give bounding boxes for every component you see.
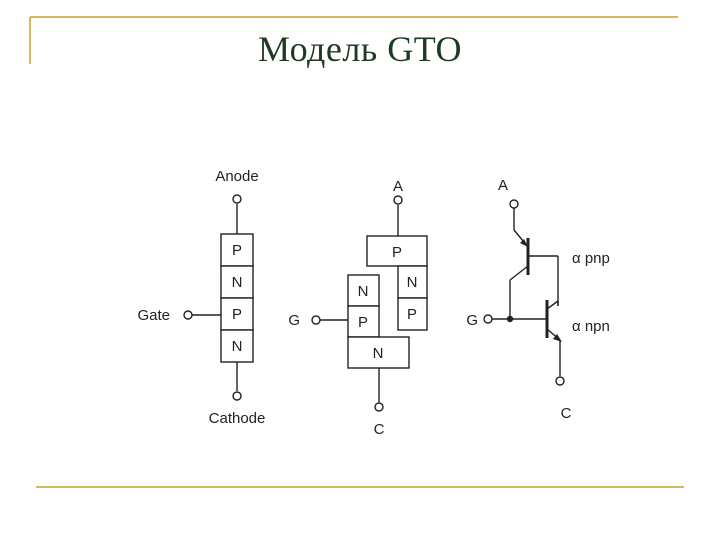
four-layer-diagram [183,194,254,401]
slide-title: Модель GTO [257,29,463,69]
split-structure-diagram [311,195,428,412]
split-right-p [397,297,428,331]
layer-p1-label: P [232,242,242,259]
gate-label: Gate [137,307,170,324]
gate-terminal [183,310,193,320]
split-cathode-label: C [374,421,385,438]
split-bottom-n [347,336,410,369]
split-left-n [347,274,380,307]
split-left-p-label: P [358,314,368,331]
split-anode-terminal [393,195,403,205]
split-top-p-label: P [392,244,402,261]
split-left-n-label: N [358,283,369,300]
eq-cathode-label: C [561,405,572,422]
anode-terminal [232,194,242,204]
cathode-terminal [232,391,242,401]
split-gate-label: G [288,312,300,329]
split-gate-terminal [311,315,321,325]
split-cathode-terminal [374,402,384,412]
layer-p2-label: P [232,306,242,323]
eq-anode-terminal [509,199,519,209]
eq-anode-label: A [498,177,508,194]
layer-p2 [220,297,254,331]
gate-junction-dot [506,315,514,323]
layer-n2-label: N [232,338,243,355]
split-anode-label: A [393,178,403,195]
cathode-label: Cathode [209,410,266,427]
pnp-label: α pnp [572,250,610,267]
split-right-p-label: P [407,306,417,323]
npn-label: α npn [572,318,610,335]
pnp-emitter-arrow [520,239,528,247]
split-right-n [397,265,428,299]
eq-gate-label: G [466,312,478,329]
anode-label: Anode [215,168,258,185]
layer-n1-label: N [232,274,243,291]
layer-p1 [220,233,254,267]
eq-gate-terminal [483,314,493,324]
split-right-n-label: N [407,274,418,291]
split-top-p [366,235,428,267]
transistor-equivalent-diagram [483,199,565,386]
split-bottom-n-label: N [373,345,384,362]
eq-cathode-terminal [555,376,565,386]
